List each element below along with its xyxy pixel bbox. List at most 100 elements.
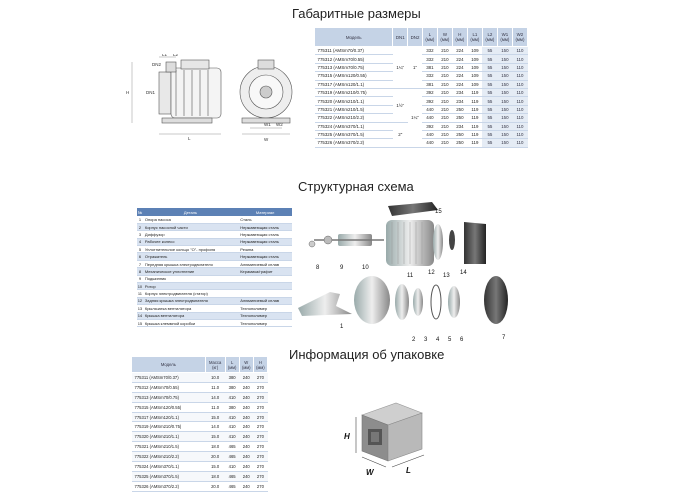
dims-dn1-cell: 1¼" — [392, 46, 408, 89]
parts-header-cell: Деталь — [142, 208, 239, 216]
dims-value-cell: 55 — [482, 88, 498, 98]
dims-value-cell: 55 — [482, 46, 498, 56]
packaging-heading: Информация об упаковке — [289, 347, 445, 362]
dims-model-cell: 775326 (AMSm370/2.2) — [314, 138, 393, 148]
parts-name-cell: Диффузор — [142, 230, 239, 239]
dim-label-w2: W2 — [276, 122, 283, 127]
parts-material-cell: Технополимер — [238, 312, 292, 320]
parts-material-cell: Резина — [238, 245, 292, 254]
dims-value-cell: 119 — [467, 105, 483, 115]
dims-value-cell: 150 — [497, 63, 513, 73]
parts-material-cell — [238, 282, 292, 291]
parts-number-cell: 9 — [137, 275, 143, 284]
pack-value-cell: 11.0 — [205, 402, 226, 413]
pack-value-cell: 240 — [239, 382, 254, 393]
dims-value-cell: 119 — [467, 96, 483, 106]
dims-value-cell: 150 — [497, 130, 513, 140]
callout-8: 8 — [316, 265, 320, 271]
parts-material-cell: Нержавеющая сталь — [238, 223, 292, 232]
parts-name-cell: Передняя крышка электродвигателя — [142, 260, 239, 269]
callout-4: 4 — [436, 337, 440, 343]
parts-number-cell: 5 — [137, 245, 143, 254]
dims-value-cell: 55 — [482, 96, 498, 106]
pack-value-cell: 270 — [253, 481, 268, 492]
dims-model-cell: 775322 (AMSm210/2.2) — [314, 113, 393, 123]
pack-value-cell: 270 — [253, 412, 268, 423]
parts-name-cell: Опора насоса — [142, 216, 239, 224]
parts-number-cell: 13 — [137, 304, 143, 313]
dimensions-heading: Габаритные размеры — [292, 6, 421, 21]
dims-value-cell: 210 — [437, 63, 453, 73]
dims-value-cell: 55 — [482, 80, 498, 89]
dim-label-w1: W1 — [264, 122, 271, 127]
callout-13: 13 — [443, 273, 450, 279]
callout-6: 6 — [460, 337, 464, 343]
dims-value-cell: 150 — [497, 80, 513, 89]
parts-number-cell: 10 — [137, 282, 143, 291]
dims-dn1-cell: 2" — [392, 122, 408, 148]
dims-model-cell: 775312 (AMSm70/0.55) — [314, 54, 393, 64]
callout-2: 2 — [412, 337, 416, 343]
parts-material-cell: Сталь — [238, 216, 292, 224]
dims-header-cell: L2(мм) — [481, 27, 498, 47]
pack-value-cell: 14.0 — [205, 421, 226, 433]
dims-value-cell: 210 — [437, 71, 453, 81]
dims-value-cell: 440 — [422, 105, 438, 115]
parts-header-cell: Материал — [238, 208, 292, 216]
dims-value-cell: 110 — [512, 71, 528, 81]
pack-value-cell: 410 — [225, 412, 240, 423]
pack-value-cell: 15.0 — [205, 461, 226, 472]
dims-value-cell: 110 — [512, 63, 528, 73]
pack-model-cell: 775313 (AMSm70/0.75) — [131, 392, 206, 403]
dims-value-cell: 332 — [422, 71, 438, 81]
pack-value-cell: 270 — [253, 392, 268, 403]
pack-value-cell: 270 — [253, 421, 268, 433]
dim-label-l: L — [188, 136, 191, 141]
dims-header-cell: L(мм) — [421, 27, 438, 47]
dims-value-cell: 332 — [422, 54, 438, 64]
dims-value-cell: 210 — [437, 80, 453, 89]
dims-header-cell: L1(мм) — [466, 27, 483, 47]
dims-header-cell: W1(мм) — [496, 27, 513, 47]
box-label-h: H — [344, 432, 350, 441]
pack-model-cell: 775317 (AMSm120/1.1) — [131, 412, 206, 423]
dims-value-cell: 440 — [422, 130, 438, 140]
parts-name-cell: Задняя крышка электродвигателя — [142, 297, 239, 306]
parts-material-cell: Алюминиевый сплав — [238, 297, 292, 306]
parts-material-cell: Нержавеющая сталь — [238, 230, 292, 239]
pack-value-cell: 410 — [225, 421, 240, 433]
parts-number-cell: 3 — [137, 230, 143, 239]
pack-value-cell: 380 — [225, 382, 240, 393]
pack-value-cell: 380 — [225, 372, 240, 383]
dims-value-cell: 250 — [452, 130, 468, 140]
dims-model-cell: 775321 (AMSm210/1.5) — [314, 105, 393, 115]
pack-value-cell: 15.0 — [205, 431, 226, 443]
parts-number-cell: 7 — [137, 260, 143, 269]
dims-value-cell: 55 — [482, 63, 498, 73]
pack-value-cell: 465 — [225, 481, 240, 492]
parts-number-cell: 12 — [137, 297, 143, 306]
dims-model-cell: 775311 (AMSm70/0.37) — [314, 46, 393, 56]
dims-value-cell: 392 — [422, 122, 438, 131]
dims-value-cell: 55 — [482, 105, 498, 115]
dims-value-cell: 250 — [452, 105, 468, 115]
dims-value-cell: 381 — [422, 63, 438, 73]
dim-label-h: H — [126, 90, 129, 95]
callout-5: 5 — [448, 337, 452, 343]
dim-label-l1: L1 — [162, 54, 168, 57]
parts-number-cell: 14 — [137, 312, 143, 320]
dims-model-cell: 775320 (AMSm210/1.1) — [314, 96, 393, 106]
